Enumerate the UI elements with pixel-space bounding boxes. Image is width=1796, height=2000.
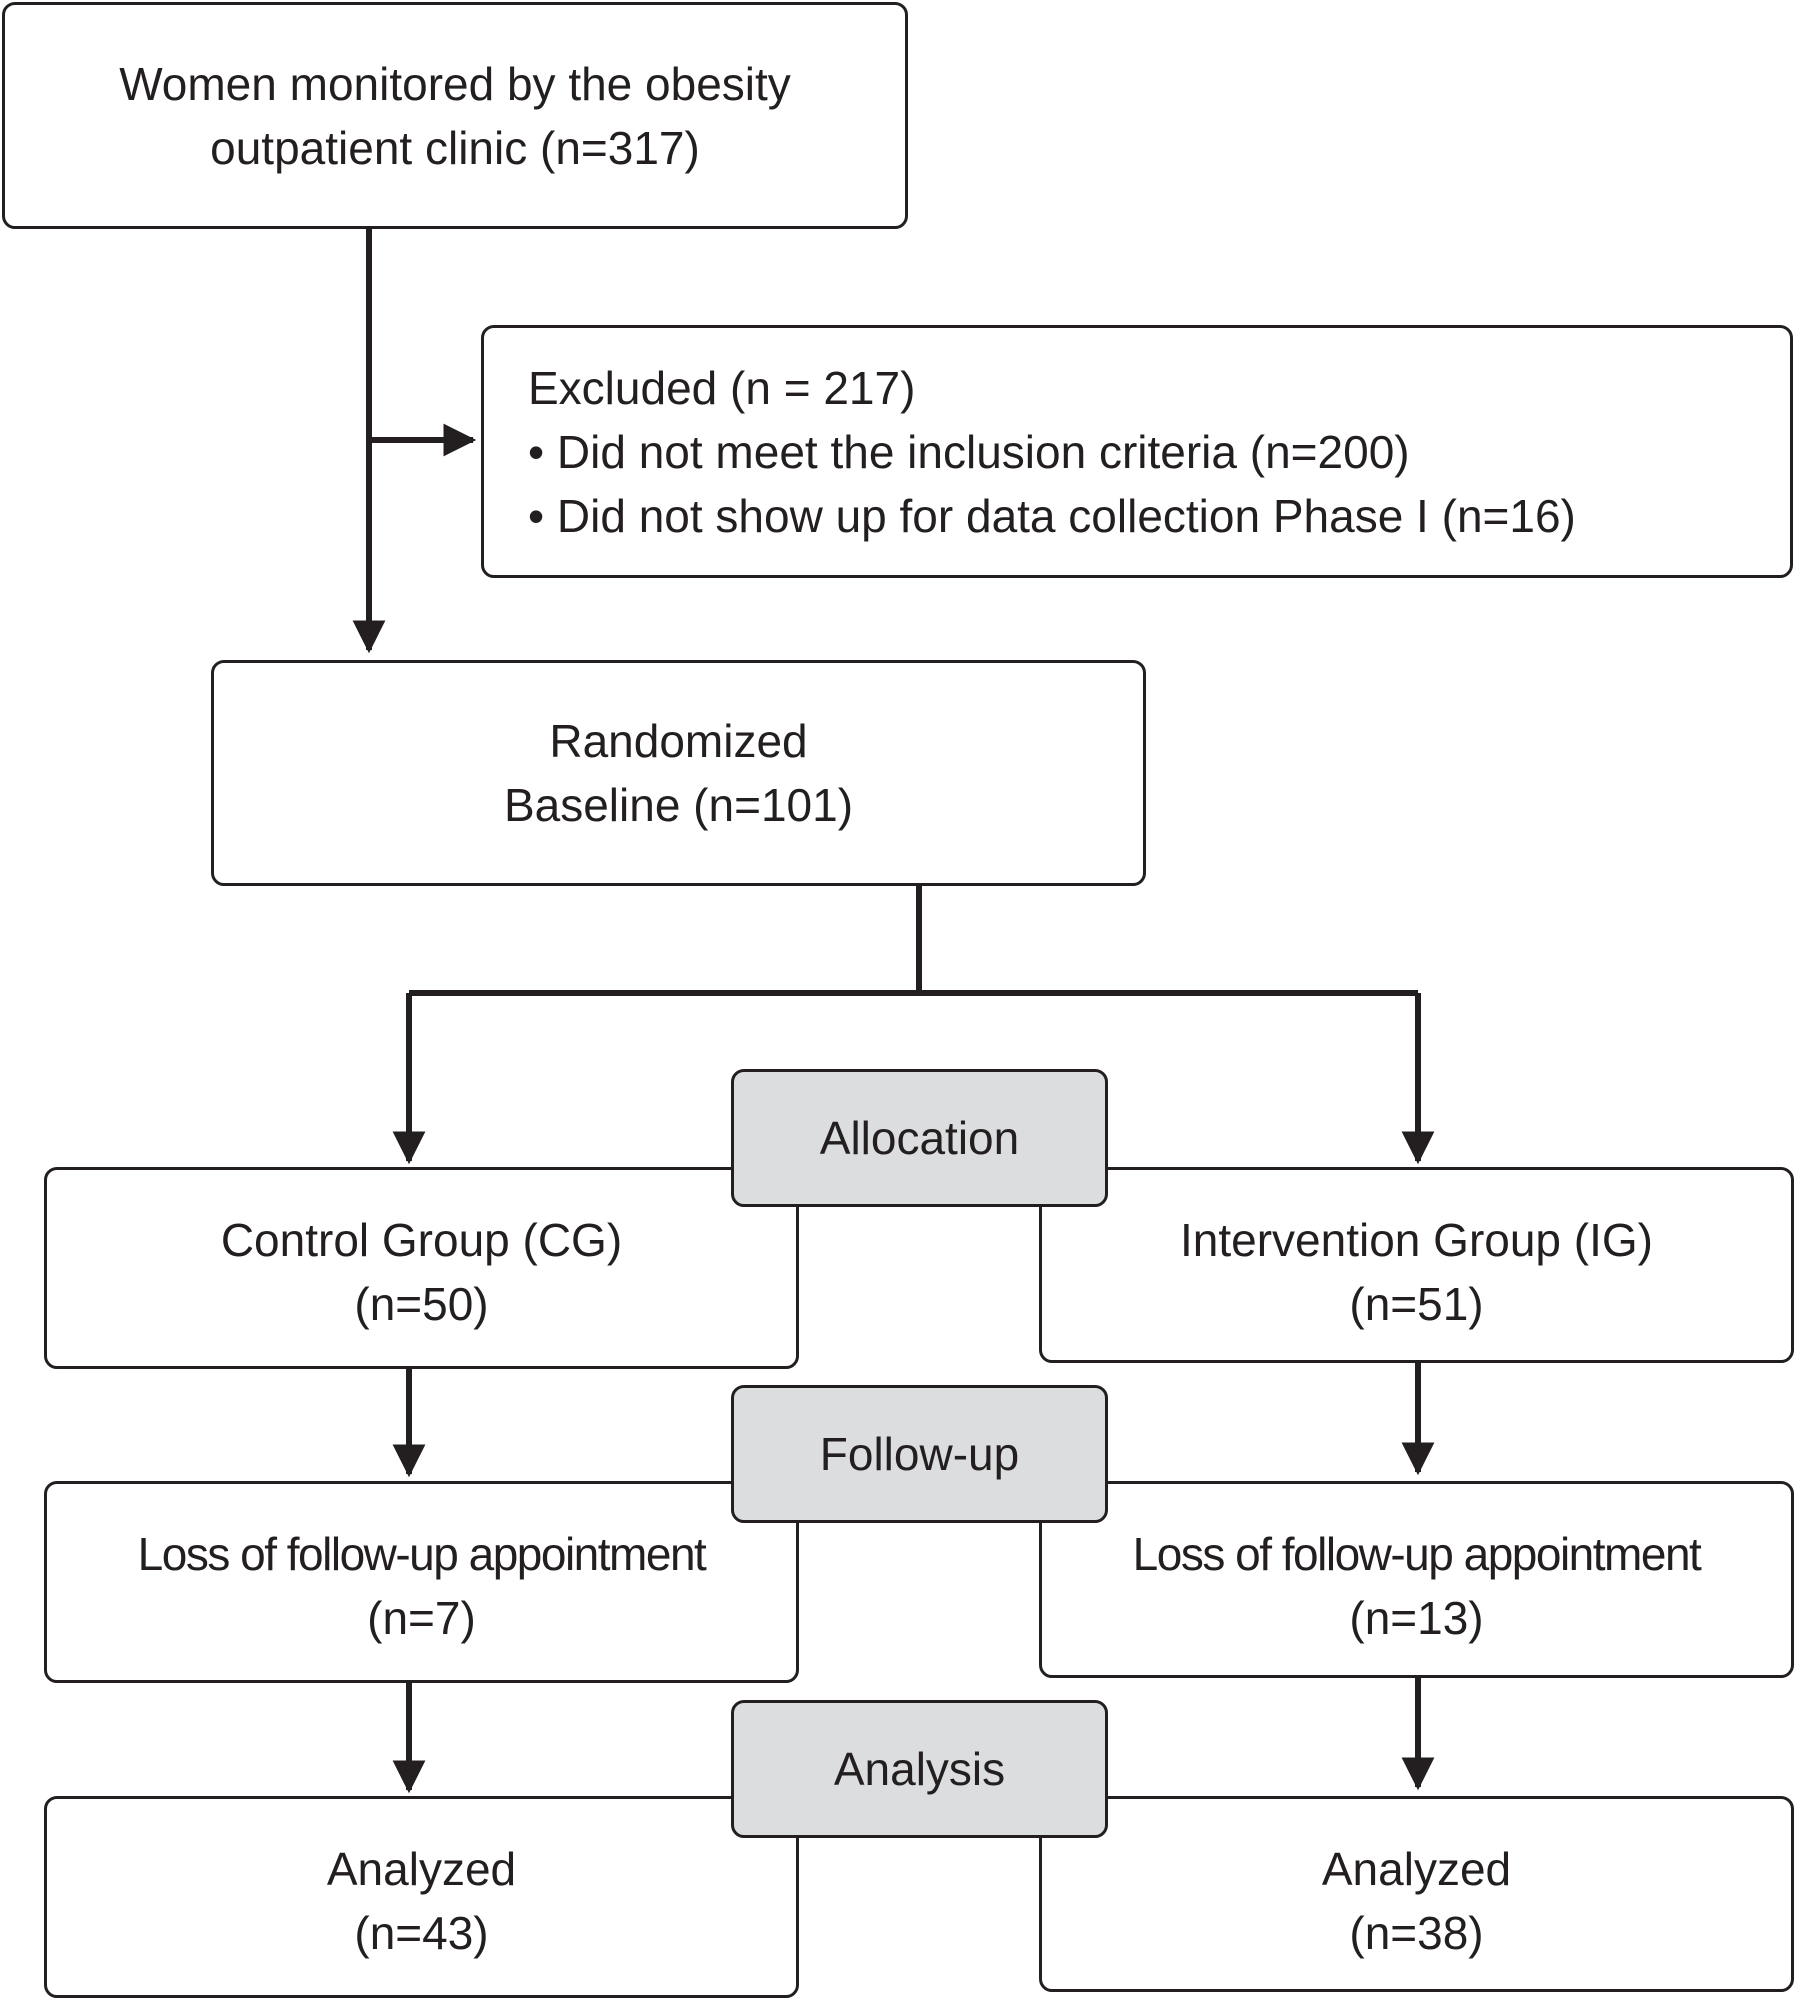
source-population-line1: Women monitored by the obesity (119, 57, 791, 110)
followup-stage-text: Follow-up (819, 1428, 1020, 1480)
excluded-box: Excluded (n = 217) • Did not meet the in… (481, 325, 1793, 578)
randomized-line1: Randomized (549, 715, 808, 767)
intervention-group-box: Intervention Group (IG) (n=51) (1039, 1167, 1794, 1363)
control-analysis-label: Analyzed (326, 1843, 517, 1895)
intervention-followup-box: Loss of follow-up appointment (n=13) (1039, 1481, 1794, 1678)
control-analysis-box: Analyzed (n=43) (44, 1796, 799, 1998)
intervention-followup-label: Loss of follow-up appointment (1132, 1528, 1702, 1580)
intervention-group-count: (n=51) (1349, 1278, 1484, 1330)
allocation-stage-text: Allocation (819, 1112, 1020, 1164)
allocation-stage-label: Allocation (731, 1069, 1108, 1207)
control-group-count: (n=50) (354, 1278, 489, 1330)
excluded-item-no-show: • Did not show up for data collection Ph… (528, 489, 1576, 542)
randomized-box: Randomized Baseline (n=101) (211, 660, 1146, 886)
intervention-analysis-count: (n=38) (1349, 1907, 1484, 1959)
analysis-stage-label: Analysis (731, 1700, 1108, 1838)
randomized-line2: Baseline (n=101) (503, 779, 854, 831)
intervention-followup-count: (n=13) (1349, 1592, 1484, 1644)
excluded-item-inclusion-criteria: • Did not meet the inclusion criteria (n… (528, 425, 1410, 478)
intervention-group-label: Intervention Group (IG) (1180, 1214, 1653, 1266)
control-followup-box: Loss of follow-up appointment (n=7) (44, 1481, 799, 1683)
source-population-box: Women monitored by the obesity outpatien… (2, 2, 908, 229)
excluded-title: Excluded (n = 217) (528, 361, 916, 414)
control-group-box: Control Group (CG) (n=50) (44, 1167, 799, 1369)
control-followup-label: Loss of follow-up appointment (137, 1528, 707, 1580)
control-analysis-count: (n=43) (354, 1907, 489, 1959)
analysis-stage-text: Analysis (833, 1743, 1006, 1795)
control-followup-count: (n=7) (367, 1592, 476, 1644)
control-group-label: Control Group (CG) (220, 1214, 623, 1266)
followup-stage-label: Follow-up (731, 1385, 1108, 1523)
intervention-analysis-label: Analyzed (1321, 1843, 1512, 1895)
source-population-line2: outpatient clinic (n=317) (210, 121, 700, 174)
intervention-analysis-box: Analyzed (n=38) (1039, 1796, 1794, 1992)
